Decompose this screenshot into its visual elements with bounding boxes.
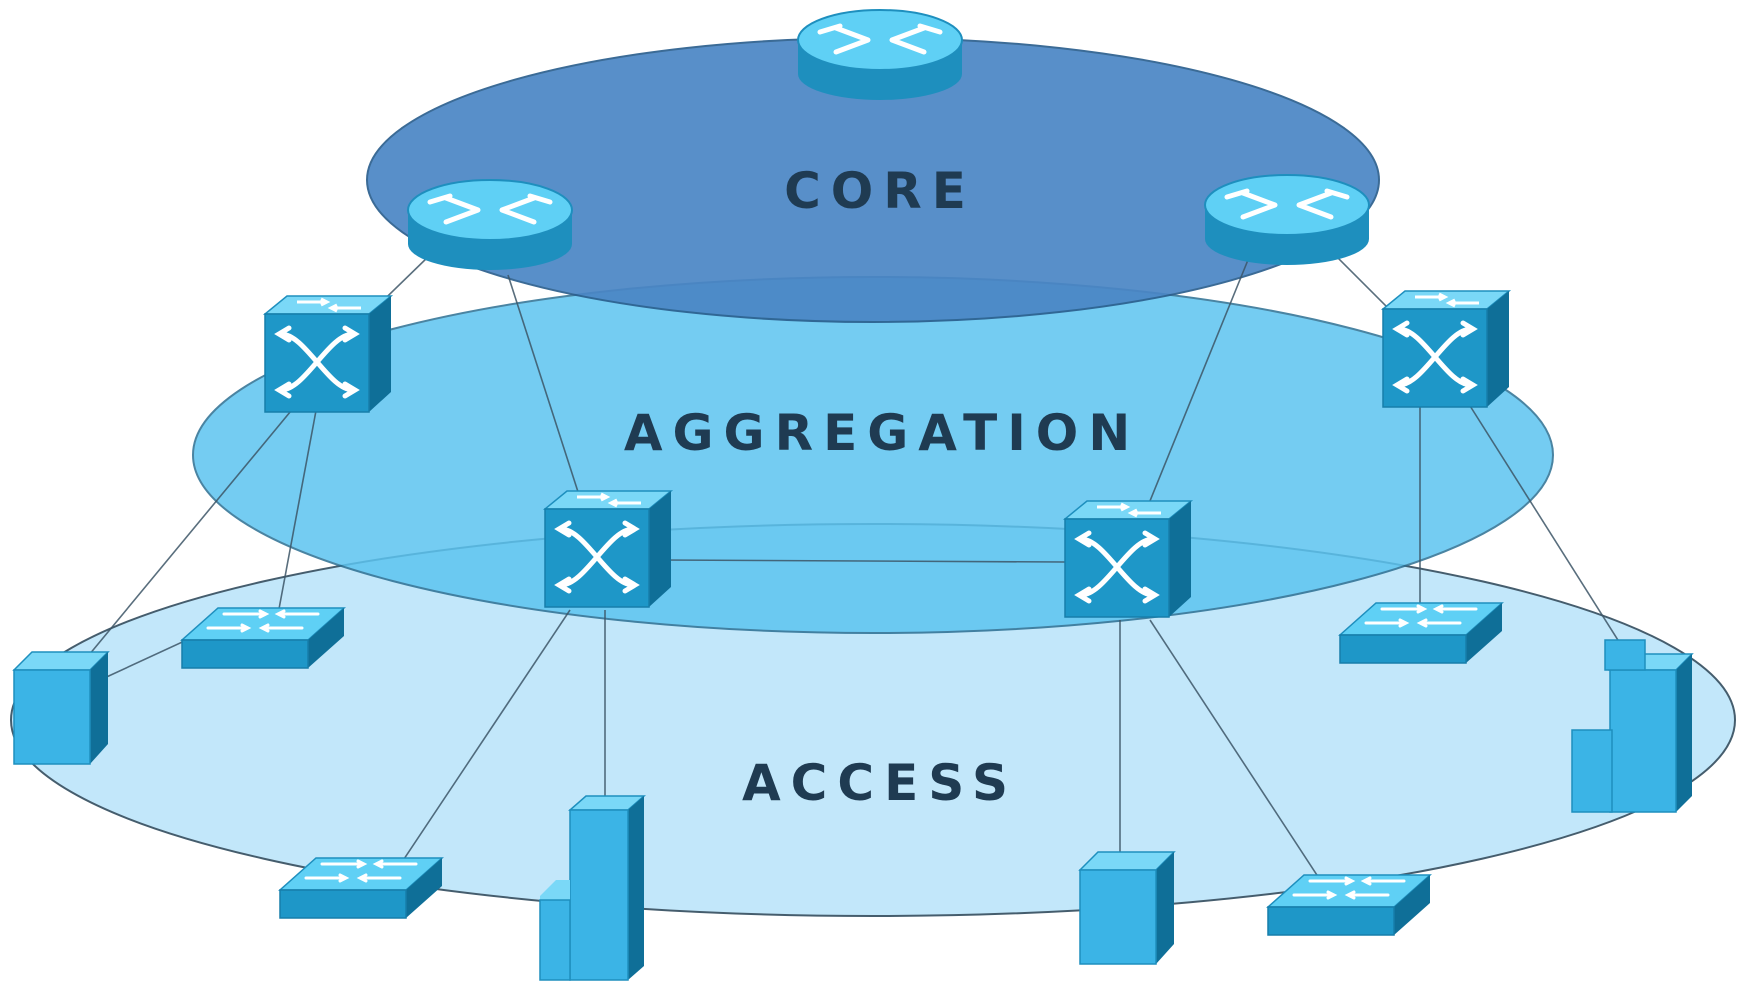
switch-icon xyxy=(545,491,671,607)
aggregation-label: AGGREGATION xyxy=(624,404,1140,462)
router-icon xyxy=(408,180,572,270)
switch-icon xyxy=(1065,501,1191,617)
building-icon xyxy=(1571,639,1694,813)
building-icon xyxy=(539,795,646,981)
router-icon xyxy=(798,10,962,100)
access-label: ACCESS xyxy=(742,754,1018,812)
switch-icon xyxy=(265,296,391,412)
server-icon xyxy=(13,651,109,765)
core-label: CORE xyxy=(784,162,976,220)
router-icon xyxy=(1205,175,1369,265)
switch-icon xyxy=(1383,291,1509,407)
server-icon xyxy=(1079,851,1175,965)
